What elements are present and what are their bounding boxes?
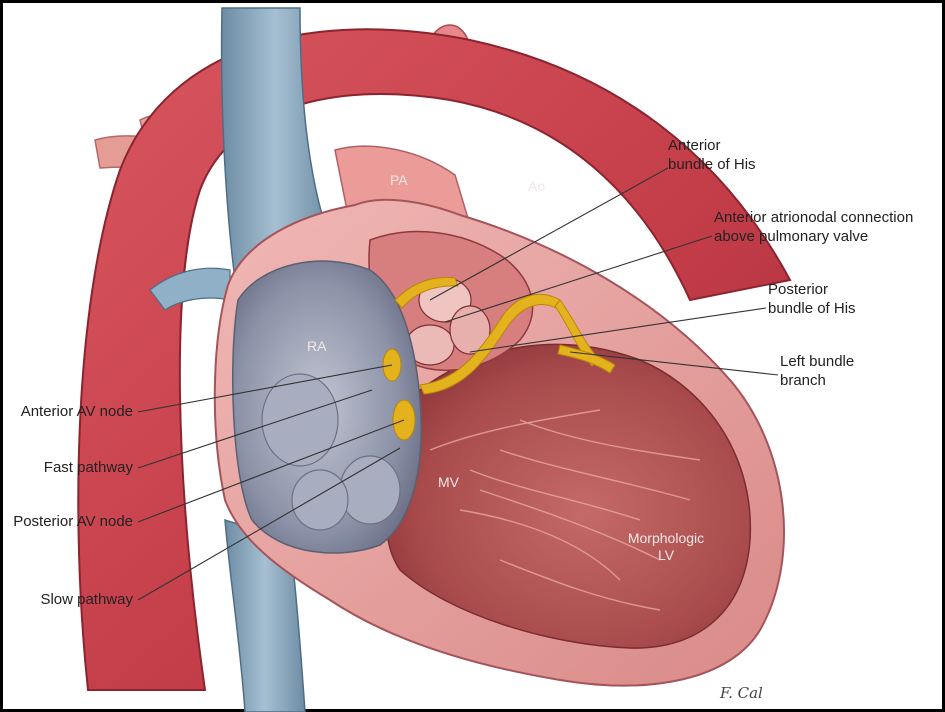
trabeculae: [429, 409, 701, 611]
label-anterior-atrionodal-connection: Anterior atrionodal connection above pul…: [714, 208, 913, 246]
aortic-arch: [77, 28, 792, 691]
label-posterior-av-node: Posterior AV node: [13, 513, 133, 530]
label-posterior-bundle-of-his: Posterior bundle of His: [768, 280, 856, 318]
label-mv: MV: [438, 474, 459, 490]
label-slow-pathway: Slow pathway: [40, 591, 133, 608]
label-anterior-bundle-of-his-line2: bundle of His: [668, 156, 756, 173]
label-left-bundle-branch-line1: Left bundle: [780, 353, 855, 370]
left-ventricle-cavity: [386, 343, 752, 649]
atrial-folds: [261, 373, 401, 531]
label-posterior-bundle-of-his-line2: bundle of His: [768, 300, 856, 317]
label-posterior-bundle-of-his-line1: Posterior: [768, 281, 829, 298]
label-anterior-av-node: Anterior AV node: [20, 403, 133, 420]
label-lv: LV: [657, 547, 675, 563]
label-anterior-bundle-of-his-line1: Anterior: [668, 137, 721, 154]
label-atrionodal-line1: Anterior atrionodal connection: [714, 209, 914, 226]
leader-lines: [137, 167, 779, 601]
aortic-valve: [405, 277, 491, 366]
label-fast-pathway: Fast pathway: [43, 459, 133, 476]
conduction-system: [382, 276, 616, 441]
label-ao: Ao: [528, 178, 546, 194]
label-anterior-bundle-of-his: Anterior bundle of His: [668, 136, 756, 174]
label-left-bundle-branch: Left bundle branch: [780, 352, 854, 390]
label-morphologic: Morphologic: [627, 530, 705, 546]
artist-signature: F. Cal: [720, 684, 763, 702]
label-pa: PA: [390, 172, 408, 188]
label-morphologic-lv: Morphologic LV: [618, 530, 714, 564]
label-ra: RA: [307, 338, 327, 354]
label-atrionodal-line2: above pulmonary valve: [714, 228, 869, 245]
label-left-bundle-branch-line2: branch: [780, 372, 826, 389]
